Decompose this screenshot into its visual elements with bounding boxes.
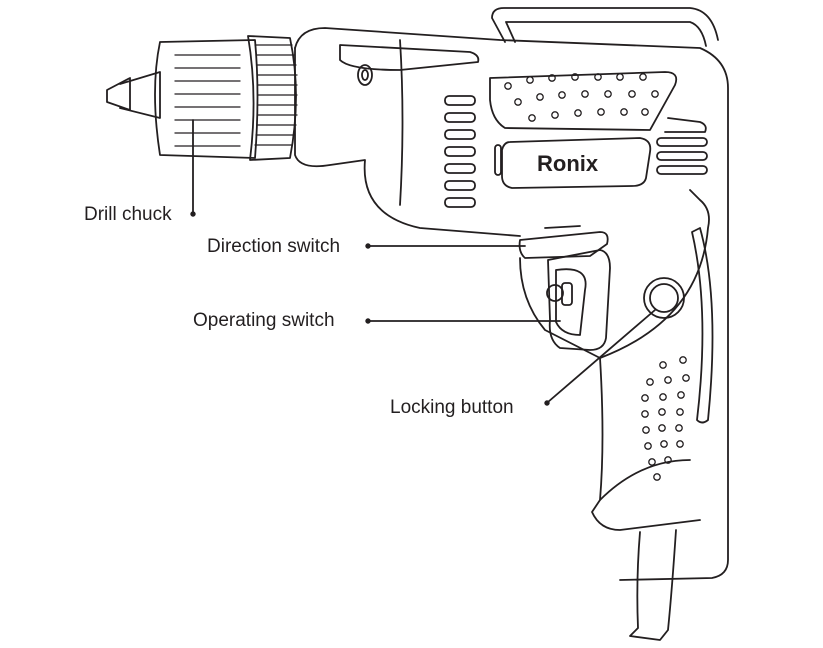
- rear-vents: [656, 117, 708, 175]
- drill-chuck-graphic: [106, 35, 298, 161]
- operating-switch-graphic: [547, 249, 611, 351]
- vent-slots: [444, 95, 502, 208]
- front-neck: [294, 47, 521, 237]
- locking-button-label: Locking button: [390, 397, 514, 418]
- brand-plate: [501, 137, 652, 189]
- power-cord: [629, 529, 677, 641]
- top-handle-inner: [505, 21, 707, 47]
- motor-housing: [294, 27, 729, 581]
- handle-grip-dots: [641, 356, 690, 481]
- leader-lines: [190, 119, 656, 406]
- direction-switch-label: Direction switch: [207, 236, 341, 257]
- direction-switch-graphic: [518, 231, 609, 259]
- operating-switch-label: Operating switch: [193, 310, 335, 331]
- drill-chuck-label: Drill chuck: [84, 204, 172, 225]
- handle: [519, 257, 701, 531]
- brand-logo: Ronix: [537, 151, 599, 176]
- top-handle-loop: [491, 7, 719, 43]
- top-grip-dots: [504, 73, 659, 122]
- top-grip-panel: [489, 71, 678, 131]
